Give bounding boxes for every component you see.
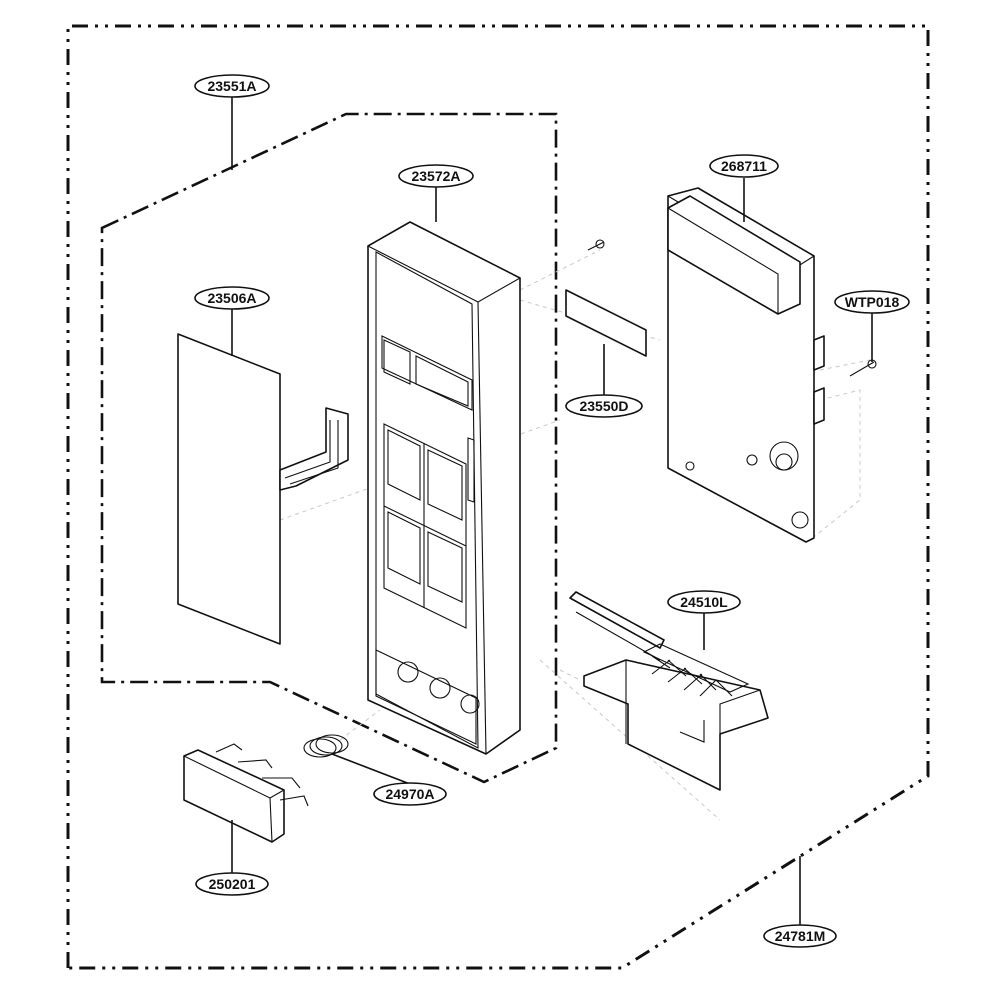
button	[183, 743, 309, 843]
callout-label: 23551A	[207, 78, 256, 94]
callout-label: 23506A	[207, 290, 256, 306]
callout-24510L: 24510L	[667, 590, 741, 614]
bracket	[569, 591, 769, 791]
callout-label: 24510L	[680, 594, 728, 610]
callout-label: 24781M	[775, 928, 826, 944]
callout-label: 268711	[721, 158, 767, 174]
callout-label: 23550D	[579, 398, 628, 414]
callout-label: WTP018	[845, 294, 900, 310]
callout-268711: 268711	[709, 154, 779, 178]
callout-23551A: 23551A	[194, 74, 270, 98]
callout-label: 250201	[209, 876, 256, 892]
outer-assembly-boundary	[66, 24, 930, 970]
callout-23550D: 23550D	[565, 394, 643, 418]
callout-WTP018: WTP018	[834, 290, 910, 314]
panel-screw	[587, 239, 605, 251]
callout-24781M: 24781M	[763, 924, 837, 948]
callout-23572A: 23572A	[398, 164, 474, 188]
screw-wtp018	[849, 359, 877, 377]
callout-250201: 250201	[195, 872, 269, 896]
membrane-switch	[177, 333, 349, 645]
leader-lines	[231, 96, 873, 926]
window-sheet	[565, 289, 647, 357]
spring	[303, 734, 349, 758]
callout-23506A: 23506A	[194, 286, 270, 310]
callout-label: 23572A	[411, 168, 460, 184]
pcb-assembly	[667, 187, 825, 543]
callout-label: 24970A	[385, 786, 434, 802]
control-panel	[367, 221, 521, 755]
callout-24970A: 24970A	[373, 782, 447, 806]
door-assembly-boundary	[100, 112, 558, 784]
